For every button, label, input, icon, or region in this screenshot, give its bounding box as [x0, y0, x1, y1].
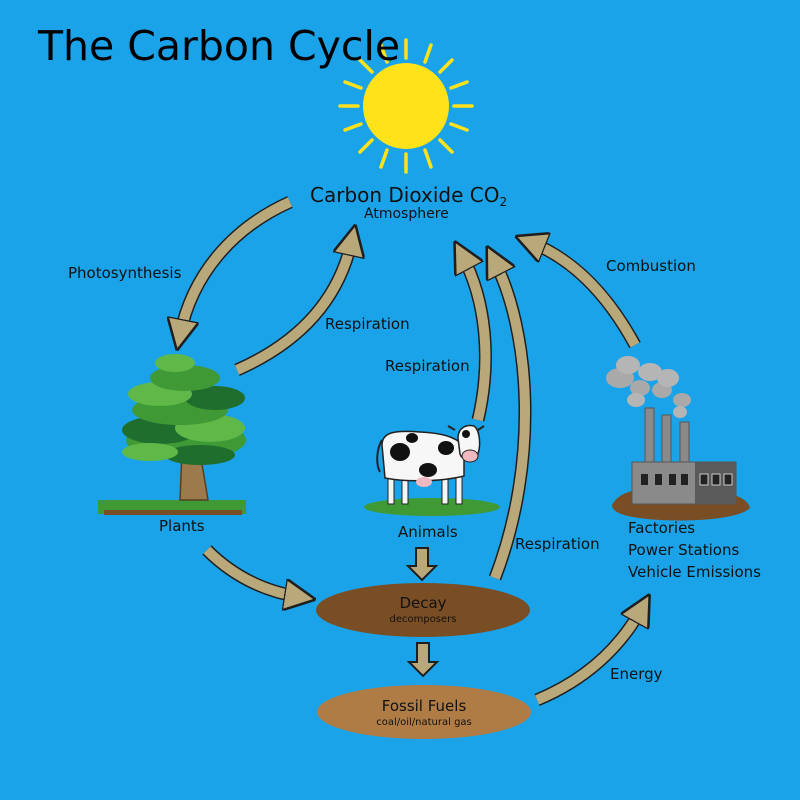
- decay-respiration-label: Respiration: [515, 535, 600, 553]
- decay-node: Decay decomposers: [323, 594, 523, 625]
- decay-label: Decay: [399, 594, 447, 612]
- cow-icon: [364, 424, 500, 516]
- decomposers-label: decomposers: [389, 614, 457, 625]
- co2-subscript: 2: [499, 195, 508, 209]
- decay-soil-shape: [316, 583, 530, 637]
- animal-respiration-arrow: [462, 255, 492, 422]
- atmosphere-label: Atmosphere: [364, 206, 449, 222]
- tree-icon: [98, 354, 246, 515]
- decay-respiration-arrow: [494, 260, 532, 581]
- plant-respiration-arrow: [234, 240, 352, 376]
- fossil-fuels-label: Fossil Fuels: [381, 697, 467, 715]
- fossil-fuels-node: Fossil Fuels coal/oil/natural gas: [324, 697, 524, 728]
- animals-to-decay-arrow: [405, 547, 439, 582]
- factories-label: Factories: [628, 519, 696, 537]
- plant-respiration-label: Respiration: [325, 315, 410, 333]
- diagram-title: The Carbon Cycle: [38, 22, 401, 70]
- co2-label: Carbon Dioxide CO: [310, 183, 500, 207]
- energy-label: Energy: [610, 665, 663, 683]
- animals-label: Animals: [398, 523, 458, 541]
- fossil-fuels-shape: [317, 685, 531, 739]
- combustion-arrow: [530, 242, 641, 349]
- combustion-label: Combustion: [606, 257, 696, 275]
- decay-to-fossil-arrow: [406, 642, 440, 678]
- plants-to-decay-arrow: [202, 545, 300, 597]
- plants-label: Plants: [159, 517, 205, 535]
- sun-icon: [338, 38, 474, 174]
- animal-respiration-label: Respiration: [385, 357, 470, 375]
- power-stations-label: Power Stations: [628, 541, 740, 559]
- energy-arrow: [534, 608, 642, 706]
- vehicle-emissions-label: Vehicle Emissions: [628, 563, 761, 581]
- fossil-fuels-examples: coal/oil/natural gas: [376, 717, 472, 728]
- photosynthesis-arrow: [180, 196, 293, 335]
- atmosphere-heading: Carbon Dioxide CO2: [310, 184, 507, 209]
- factory-icon: [606, 356, 750, 521]
- photosynthesis-label: Photosynthesis: [68, 264, 182, 282]
